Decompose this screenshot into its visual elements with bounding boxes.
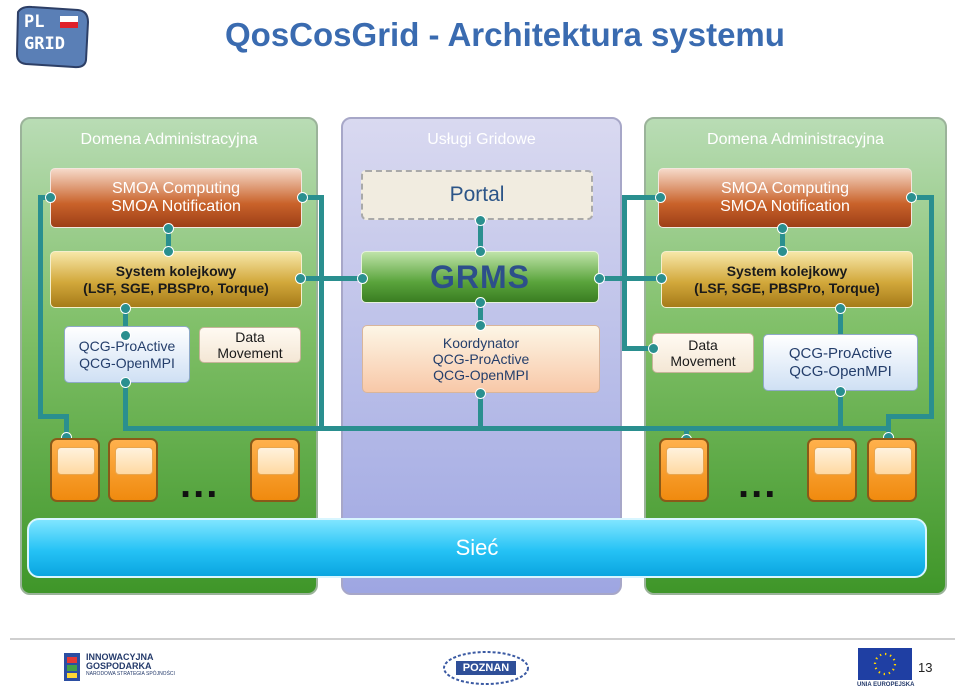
queue-system-list: (LSF, SGE, PBSPro, Torque): [694, 279, 880, 296]
left-compute-node-1: [50, 438, 100, 502]
page-title: QosCosGrid - Architektura systemu: [225, 16, 785, 53]
poznan-logo-text: POZNAN: [462, 662, 510, 674]
innovative-economy-line3: NARODOWA STRATEGIA SPÓJNOŚCI: [86, 670, 175, 677]
plgrid-logo: PL GRID: [12, 4, 92, 70]
queue-system-label: System kolejkowy: [115, 263, 237, 280]
coordinator-label: Koordynator: [442, 334, 520, 351]
qcg-proactive-label: QCG-ProActive: [78, 338, 176, 355]
qcg-openmpi-label: QCG-OpenMPI: [789, 362, 892, 380]
coordinator-box: Koordynator QCG-ProActive QCG-OpenMPI: [362, 325, 600, 393]
innovative-economy-logo: INNOWACYJNA GOSPODARKA NARODOWA STRATEGI…: [62, 651, 175, 685]
smoa-notification-label: SMOA Notification: [720, 198, 850, 215]
right-smoa-box: SMOA Computing SMOA Notification: [658, 168, 912, 228]
grms-box: GRMS: [361, 251, 599, 303]
left-queue-system-box: System kolejkowy (LSF, SGE, PBSPro, Torq…: [50, 251, 302, 308]
logo-text-grid: GRID: [24, 34, 65, 54]
right-domain-title: Domena Administracyjna: [707, 131, 884, 148]
left-data-movement-box: Data Movement: [199, 327, 301, 363]
left-compute-node-3: [250, 438, 300, 502]
innovative-economy-line1: INNOWACYJNA: [86, 652, 154, 662]
coordinator-openmpi-label: QCG-OpenMPI: [433, 367, 529, 384]
smoa-notification-label: SMOA Notification: [111, 198, 241, 215]
network-bar: Sieć: [27, 518, 927, 578]
left-domain-title: Domena Administracyjna: [80, 131, 258, 148]
data-label: Data: [688, 336, 718, 353]
innovative-economy-line2: GOSPODARKA: [86, 661, 152, 672]
right-compute-node-1: [659, 438, 709, 502]
smoa-computing-label: SMOA Computing: [111, 179, 241, 197]
right-queue-system-box: System kolejkowy (LSF, SGE, PBSPro, Torq…: [661, 251, 913, 308]
smoa-computing-label: SMOA Computing: [720, 179, 850, 197]
page-number: 13: [918, 660, 933, 675]
movement-label: Movement: [670, 353, 736, 369]
coordinator-proactive-label: QCG-ProActive: [432, 350, 530, 367]
left-compute-node-2: [108, 438, 158, 502]
eu-flag-logo: UNIA EUROPEJSKA: [857, 647, 915, 689]
portal-box: Portal: [361, 170, 593, 220]
right-compute-node-3: [867, 438, 917, 502]
queue-system-label: System kolejkowy: [726, 263, 848, 280]
left-nodes-ellipsis: ...: [180, 462, 220, 506]
right-compute-node-2: [807, 438, 857, 502]
right-qcg-box: QCG-ProActive QCG-OpenMPI: [763, 334, 918, 391]
left-smoa-box: SMOA Computing SMOA Notification: [50, 168, 302, 228]
queue-system-list: (LSF, SGE, PBSPro, Torque): [83, 279, 269, 296]
right-data-movement-box: Data Movement: [652, 333, 754, 373]
data-label: Data: [235, 328, 265, 345]
eu-flag-caption: UNIA EUROPEJSKA: [857, 682, 915, 688]
poznan-logo: POZNAN: [442, 650, 530, 686]
grid-services-title: Usługi Gridowe: [427, 131, 536, 148]
qcg-openmpi-label: QCG-OpenMPI: [79, 354, 175, 371]
right-nodes-ellipsis: ...: [738, 462, 778, 506]
logo-text-pl: PL: [24, 12, 45, 32]
qcg-proactive-label: QCG-ProActive: [788, 345, 893, 363]
movement-label: Movement: [217, 345, 283, 361]
footer-divider: [10, 638, 955, 640]
